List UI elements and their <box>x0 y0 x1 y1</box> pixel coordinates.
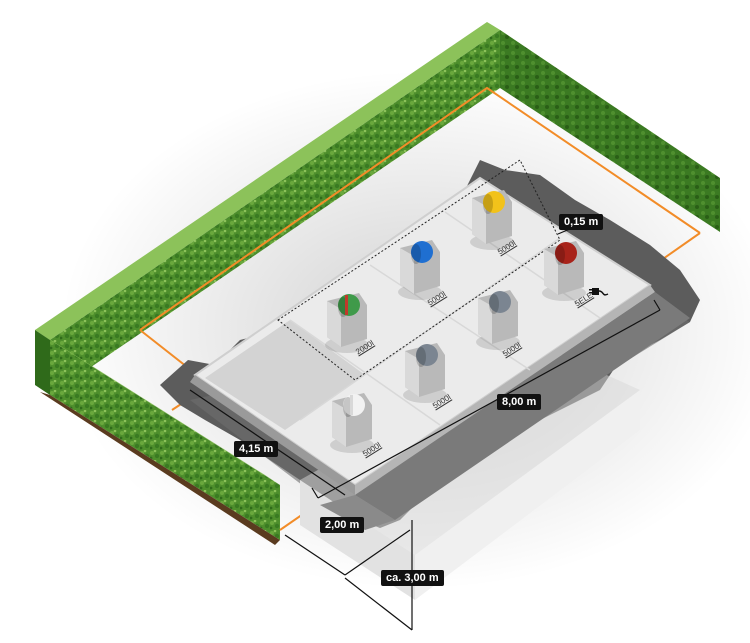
bin-accent <box>350 395 353 415</box>
dim-length-line <box>317 309 661 499</box>
slab-edge-right <box>355 285 655 495</box>
dim-label-hedge-offset: 0,15 m <box>559 214 604 230</box>
bin-drum <box>411 241 433 263</box>
bin-drum <box>483 191 505 213</box>
hedge-top-left <box>35 330 280 485</box>
dim-ramp-line-2 <box>344 529 411 576</box>
curb-corner <box>320 495 395 530</box>
plug-pin <box>589 292 592 294</box>
bin-green-container <box>325 293 369 353</box>
bin-blue-container <box>398 240 442 300</box>
hedge-end-left <box>35 330 50 395</box>
dim-ramp-line <box>284 534 346 576</box>
hedge-soil <box>40 392 280 545</box>
hedge-face-right <box>500 30 720 232</box>
grid-line <box>369 264 531 371</box>
grid-line <box>289 319 441 426</box>
bin-drum <box>338 294 360 316</box>
bin-drum <box>416 344 438 366</box>
plug-body <box>592 288 599 295</box>
bin-accent <box>345 295 348 315</box>
bin-drum-shade <box>411 244 421 264</box>
bin-yellow-container <box>470 190 514 250</box>
bin-drum-shade <box>489 294 499 314</box>
hedge-face-front-left <box>50 340 280 540</box>
boundary-back <box>139 86 701 331</box>
hedge <box>35 22 720 545</box>
bin-drum <box>343 394 365 416</box>
bin-front <box>400 248 414 294</box>
bin-drum-shade <box>555 245 565 265</box>
bin-drum <box>489 291 511 313</box>
plug-pin <box>589 289 592 291</box>
bin-red-container <box>542 241 586 301</box>
bin-grey-2-container <box>476 290 520 350</box>
bin-front <box>544 249 558 295</box>
dim-label-width: 4,15 m <box>234 441 279 457</box>
bin-front <box>327 301 341 347</box>
bin-drum-shade <box>483 194 493 214</box>
dim-tick <box>653 299 661 311</box>
dim-label-depth: ca. 3,00 m <box>381 570 444 586</box>
bin-front <box>478 298 492 344</box>
container-bins <box>325 190 586 453</box>
dim-label-ramp: 2,00 m <box>320 517 365 533</box>
slab-edge-left <box>190 375 355 495</box>
dim-label-length: 8,00 m <box>497 394 542 410</box>
dim-depth-diag <box>344 577 413 631</box>
bin-grey-1-container <box>403 343 447 403</box>
dotted-zone <box>277 159 561 381</box>
bin-drum <box>555 242 577 264</box>
bin-front <box>332 401 346 447</box>
dim-tick <box>311 487 319 499</box>
plug-cable <box>598 290 609 296</box>
bin-drum-shade <box>416 347 426 367</box>
shaft-face-right <box>415 390 640 600</box>
hedge-face-back-left <box>50 30 500 395</box>
bin-front <box>405 351 419 397</box>
bin-front <box>472 198 486 244</box>
power-plug-icon <box>589 288 609 296</box>
bin-white-container <box>330 393 374 453</box>
hedge-top-back <box>35 22 500 340</box>
